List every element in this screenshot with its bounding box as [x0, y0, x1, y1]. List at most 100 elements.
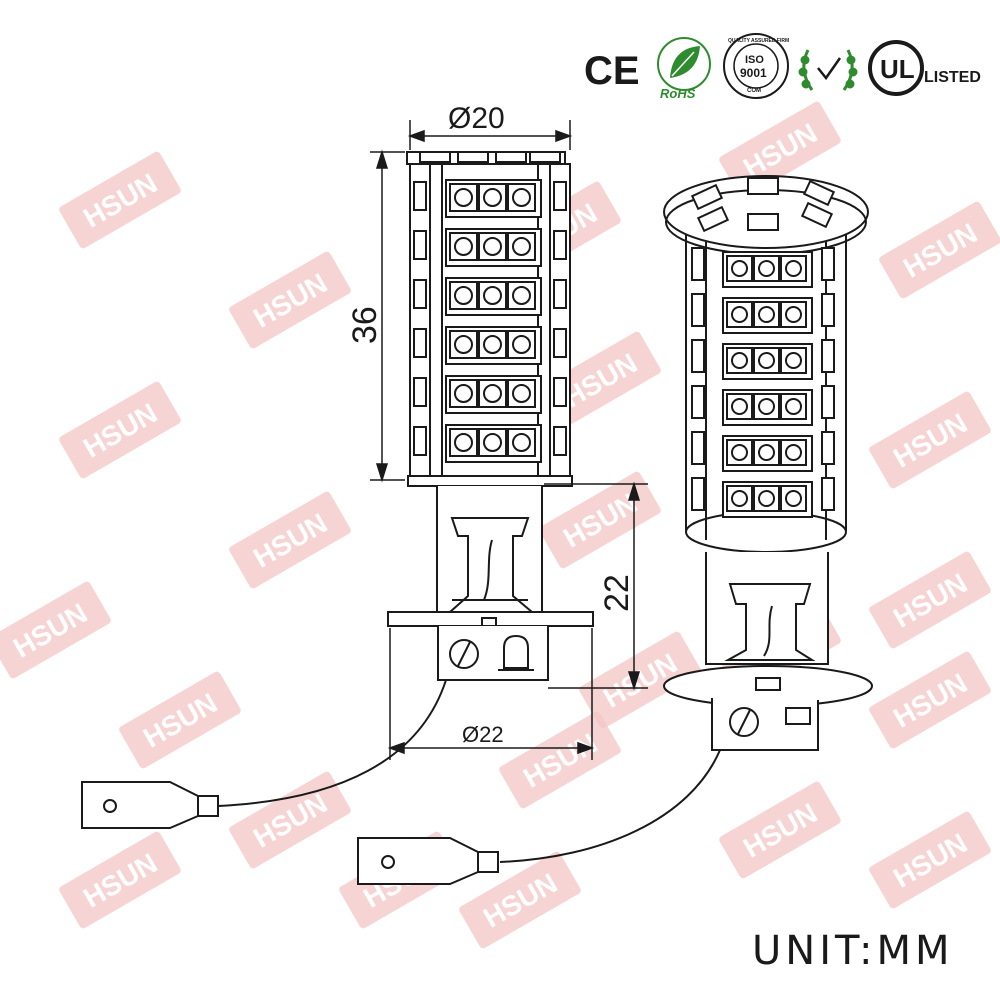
side-led	[413, 230, 427, 260]
watermark-hsun: HSUN	[879, 201, 1000, 299]
watermark-hsun: HSUN	[229, 491, 351, 589]
led-diode	[512, 433, 531, 452]
watermark-hsun: HSUN	[719, 781, 841, 879]
rohs-label: RoHS	[660, 86, 696, 101]
iso-label: ISO	[745, 54, 764, 66]
left-spade-connector	[81, 781, 219, 829]
led-diode	[785, 352, 802, 369]
side-led	[413, 426, 427, 456]
led-diode	[512, 188, 531, 207]
led-diode	[512, 237, 531, 256]
right-led-grid	[722, 251, 813, 518]
watermark-hsun: HSUN	[499, 711, 621, 809]
led-diode	[785, 398, 802, 415]
led-diode	[731, 398, 748, 415]
left-led-grid	[445, 179, 542, 463]
led-diode	[483, 286, 502, 305]
led-diode	[483, 433, 502, 452]
led-diode	[454, 188, 473, 207]
led-diode	[758, 490, 775, 507]
unit-label: UNIT:MM	[752, 928, 954, 974]
led-diode	[785, 444, 802, 461]
side-led	[413, 377, 427, 407]
right-bulb-perspective-view	[499, 175, 873, 863]
led-diode	[731, 306, 748, 323]
watermark-hsun: HSUN	[869, 811, 991, 909]
iso-top-label: QUALITY ASSURED FIRM	[728, 38, 789, 44]
led-diode	[483, 237, 502, 256]
watermark-hsun: HSUN	[459, 851, 581, 949]
watermark-hsun: HSUN	[119, 671, 241, 769]
right-side-leds	[691, 247, 835, 511]
led-diode	[731, 260, 748, 277]
led-diode	[785, 306, 802, 323]
base-height-label: 22	[598, 574, 636, 612]
watermark-hsun: HSUN	[59, 831, 181, 929]
side-led	[821, 477, 835, 511]
led-diode	[758, 398, 775, 415]
led-diode	[512, 384, 531, 403]
side-led	[821, 431, 835, 465]
watermark-hsun: HSUN	[869, 551, 991, 649]
iso-9001-seal-icon: QUALITY ASSURED FIRM ISO 9001 COM	[723, 33, 789, 99]
led-diode	[512, 286, 531, 305]
watermark-hsun: HSUN	[869, 391, 991, 489]
left-bulb-front-view	[217, 151, 594, 807]
side-led	[691, 339, 705, 373]
watermark-hsun: HSUN	[869, 651, 991, 749]
side-led	[553, 426, 567, 456]
led-diode	[731, 352, 748, 369]
iso-com-label: COM	[747, 88, 761, 94]
led-diode	[483, 335, 502, 354]
certification-logos: CE RoHS QUALITY ASSURED FIRM ISO 9001 CO…	[584, 33, 981, 101]
side-led	[413, 328, 427, 358]
base-diameter-label: Ø22	[462, 722, 504, 747]
ce-mark-icon: CE	[584, 49, 640, 93]
side-led	[691, 477, 705, 511]
side-led	[821, 247, 835, 281]
watermark-hsun: HSUN	[59, 151, 181, 249]
led-diode	[731, 490, 748, 507]
top-diameter-label: Ø20	[448, 102, 505, 135]
led-diode	[758, 352, 775, 369]
dimension-lines	[370, 120, 648, 760]
watermark-hsun: HSUN	[59, 381, 181, 479]
led-diode	[512, 335, 531, 354]
led-diode	[483, 384, 502, 403]
body-height-label: 36	[346, 306, 384, 344]
led-diode	[483, 188, 502, 207]
ul-listed-icon: UL LISTED	[868, 40, 981, 96]
side-led	[691, 293, 705, 327]
side-led	[553, 230, 567, 260]
led-diode	[454, 335, 473, 354]
side-led	[821, 293, 835, 327]
led-diode	[758, 260, 775, 277]
watermark-hsun: HSUN	[0, 581, 111, 679]
side-led	[413, 279, 427, 309]
led-diode	[785, 490, 802, 507]
led-diode	[758, 444, 775, 461]
side-led	[553, 181, 567, 211]
side-led	[553, 377, 567, 407]
listed-label: LISTED	[924, 69, 981, 86]
dimension-labels: Ø20 36 22 Ø22	[346, 102, 636, 747]
side-led	[553, 328, 567, 358]
side-led	[821, 339, 835, 373]
side-led	[691, 385, 705, 419]
side-led	[821, 385, 835, 419]
side-led	[691, 431, 705, 465]
rohs-leaf-icon: RoHS	[657, 37, 711, 101]
led-diode	[454, 433, 473, 452]
led-diode	[454, 384, 473, 403]
ul-label: UL	[880, 54, 915, 84]
left-side-leds	[413, 181, 567, 456]
side-led	[553, 279, 567, 309]
watermark-hsun: HSUN	[229, 251, 351, 349]
iso-number-label: 9001	[740, 66, 767, 80]
led-diode	[785, 260, 802, 277]
laurel-check-icon	[798, 49, 858, 91]
led-diode	[758, 306, 775, 323]
led-diode	[731, 444, 748, 461]
right-spade-connector	[357, 837, 499, 885]
